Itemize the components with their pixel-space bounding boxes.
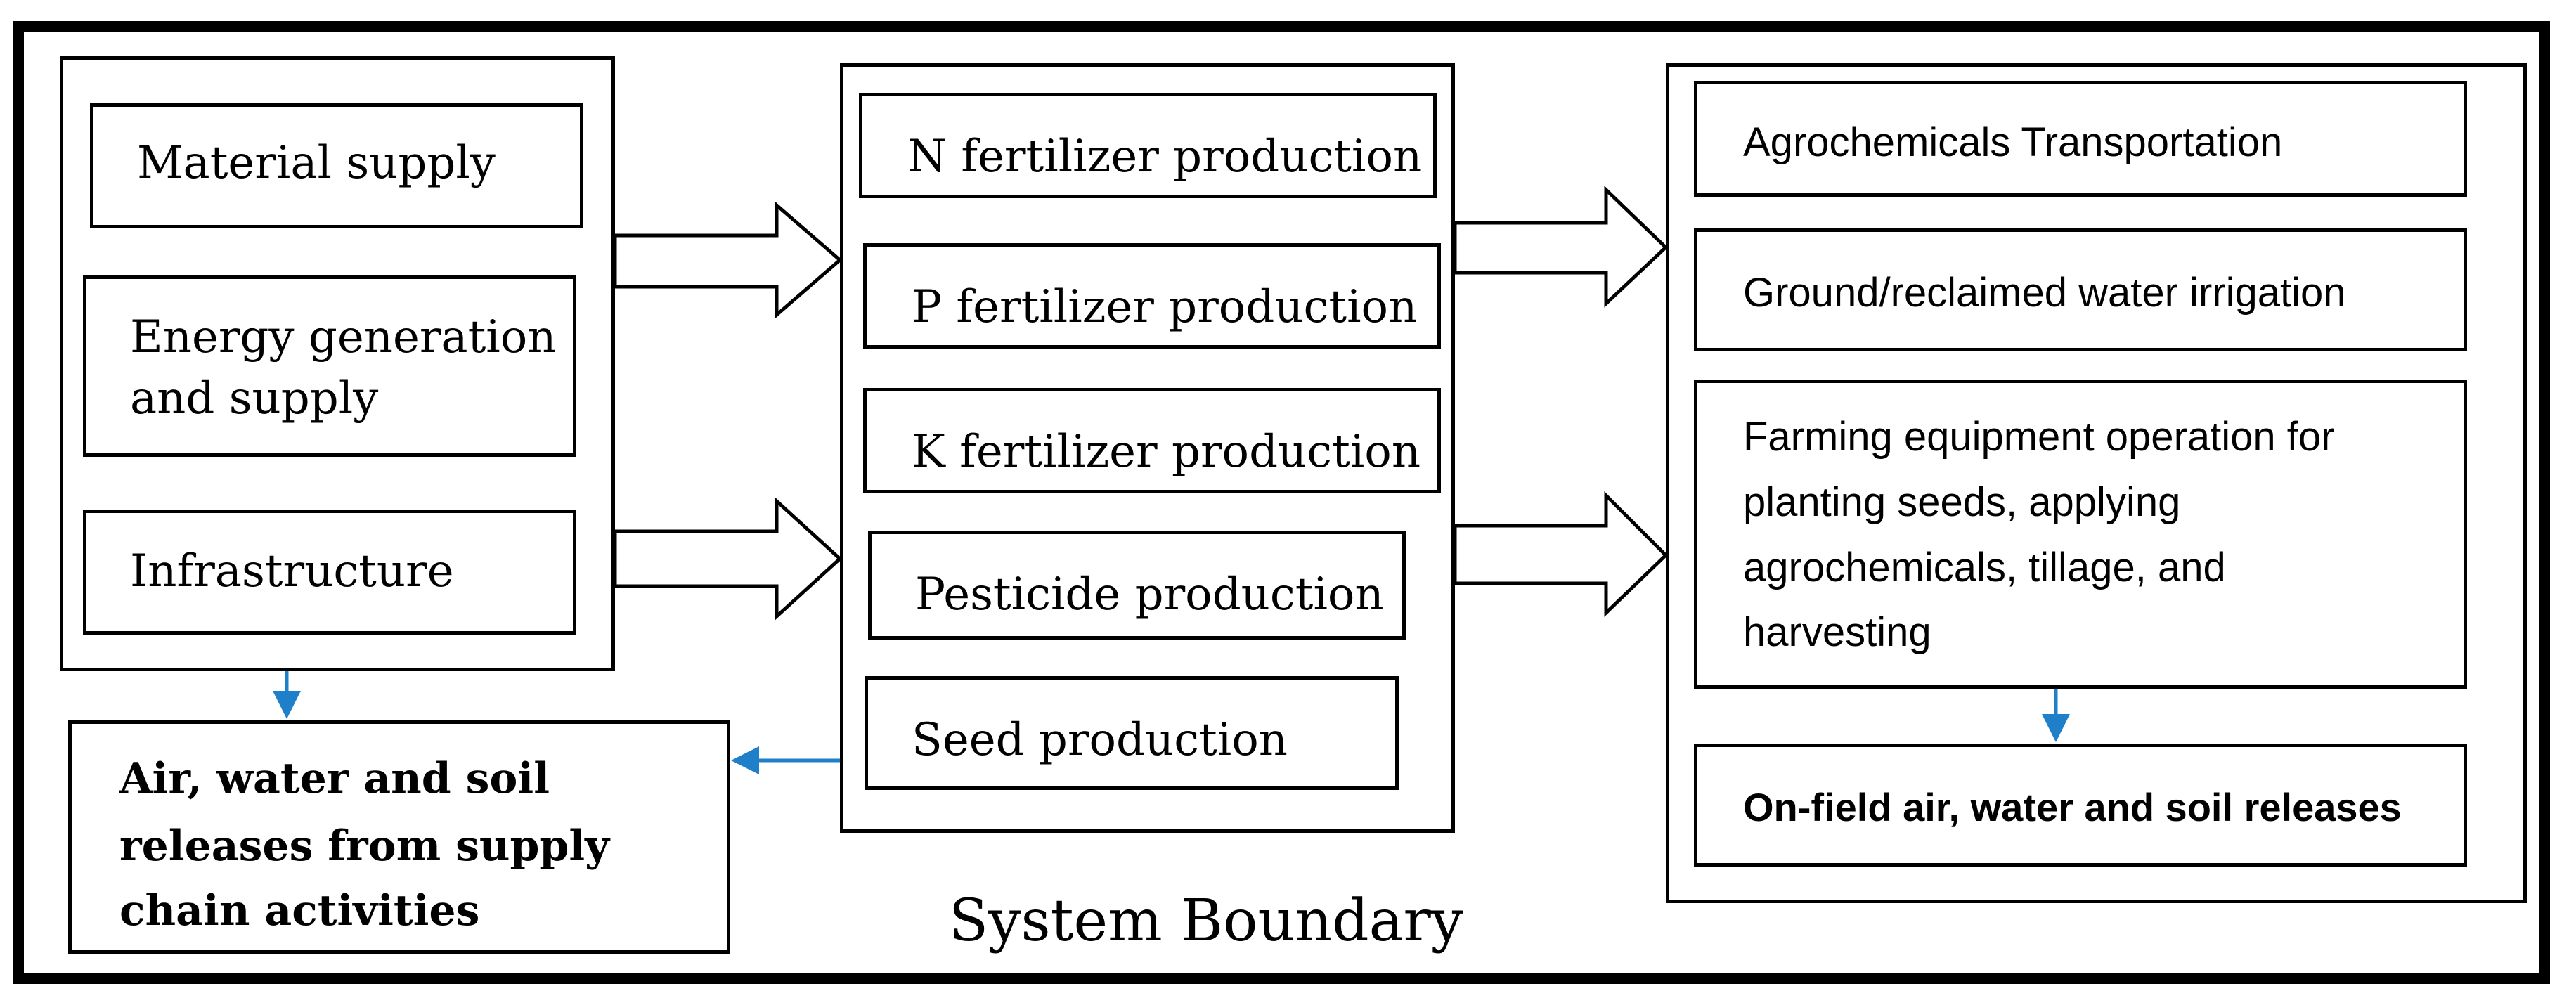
infrastructure-label: Infrastructure [130,545,454,597]
material-supply-label: Material supply [137,137,496,189]
equipment-label-line3: agrochemicals, tillage, and [1743,545,2226,590]
energy-supply-label-line1: Energy generation [130,311,557,363]
block-arrow-production-to-onfield-bottom [1453,491,1669,617]
supply-chain-releases-line3: chain activities [119,886,480,935]
irrigation-box: Ground/reclaimed water irrigation [1694,228,2467,351]
block-arrow-supply-to-production-bottom [613,497,843,621]
pesticide-box: Pesticide production [868,531,1406,640]
transportation-box: Agrochemicals Transportation [1694,81,2467,197]
p-fertilizer-label: P fertilizer production [912,281,1418,333]
seed-box: Seed production [865,676,1399,790]
onfield-releases-label: On-field air, water and soil releases [1743,785,2402,829]
k-fertilizer-label: K fertilizer production [912,426,1421,478]
energy-supply-box: Energy generation and supply [83,275,576,457]
k-fertilizer-box: K fertilizer production [863,388,1441,493]
onfield-releases-box: On-field air, water and soil releases [1694,744,2467,867]
transportation-label: Agrochemicals Transportation [1743,119,2283,165]
n-fertilizer-label: N fertilizer production [907,131,1423,183]
n-fertilizer-box: N fertilizer production [859,93,1437,198]
pesticide-label: Pesticide production [915,569,1384,621]
energy-supply-label-line2: and supply [130,372,379,424]
infrastructure-box: Infrastructure [83,510,576,635]
block-arrow-production-to-onfield-top [1453,186,1669,308]
supply-chain-releases-line1: Air, water and soil [119,754,550,803]
system-boundary-frame [13,21,2550,984]
equipment-box: Farming equipment operation for planting… [1694,380,2467,689]
equipment-label-line1: Farming equipment operation for [1743,414,2335,460]
seed-label: Seed production [912,714,1288,766]
irrigation-label: Ground/reclaimed water irrigation [1743,270,2346,316]
supply-chain-releases-line2: releases from supply [119,822,610,871]
material-supply-box: Material supply [90,103,583,228]
p-fertilizer-box: P fertilizer production [863,243,1441,349]
block-arrow-supply-to-production-top [613,201,843,319]
system-boundary-label: System Boundary [949,888,1464,954]
supply-chain-releases-box: Air, water and soil releases from supply… [68,720,730,954]
equipment-label-line4: harvesting [1743,609,1931,655]
equipment-label-line2: planting seeds, applying [1743,479,2181,525]
